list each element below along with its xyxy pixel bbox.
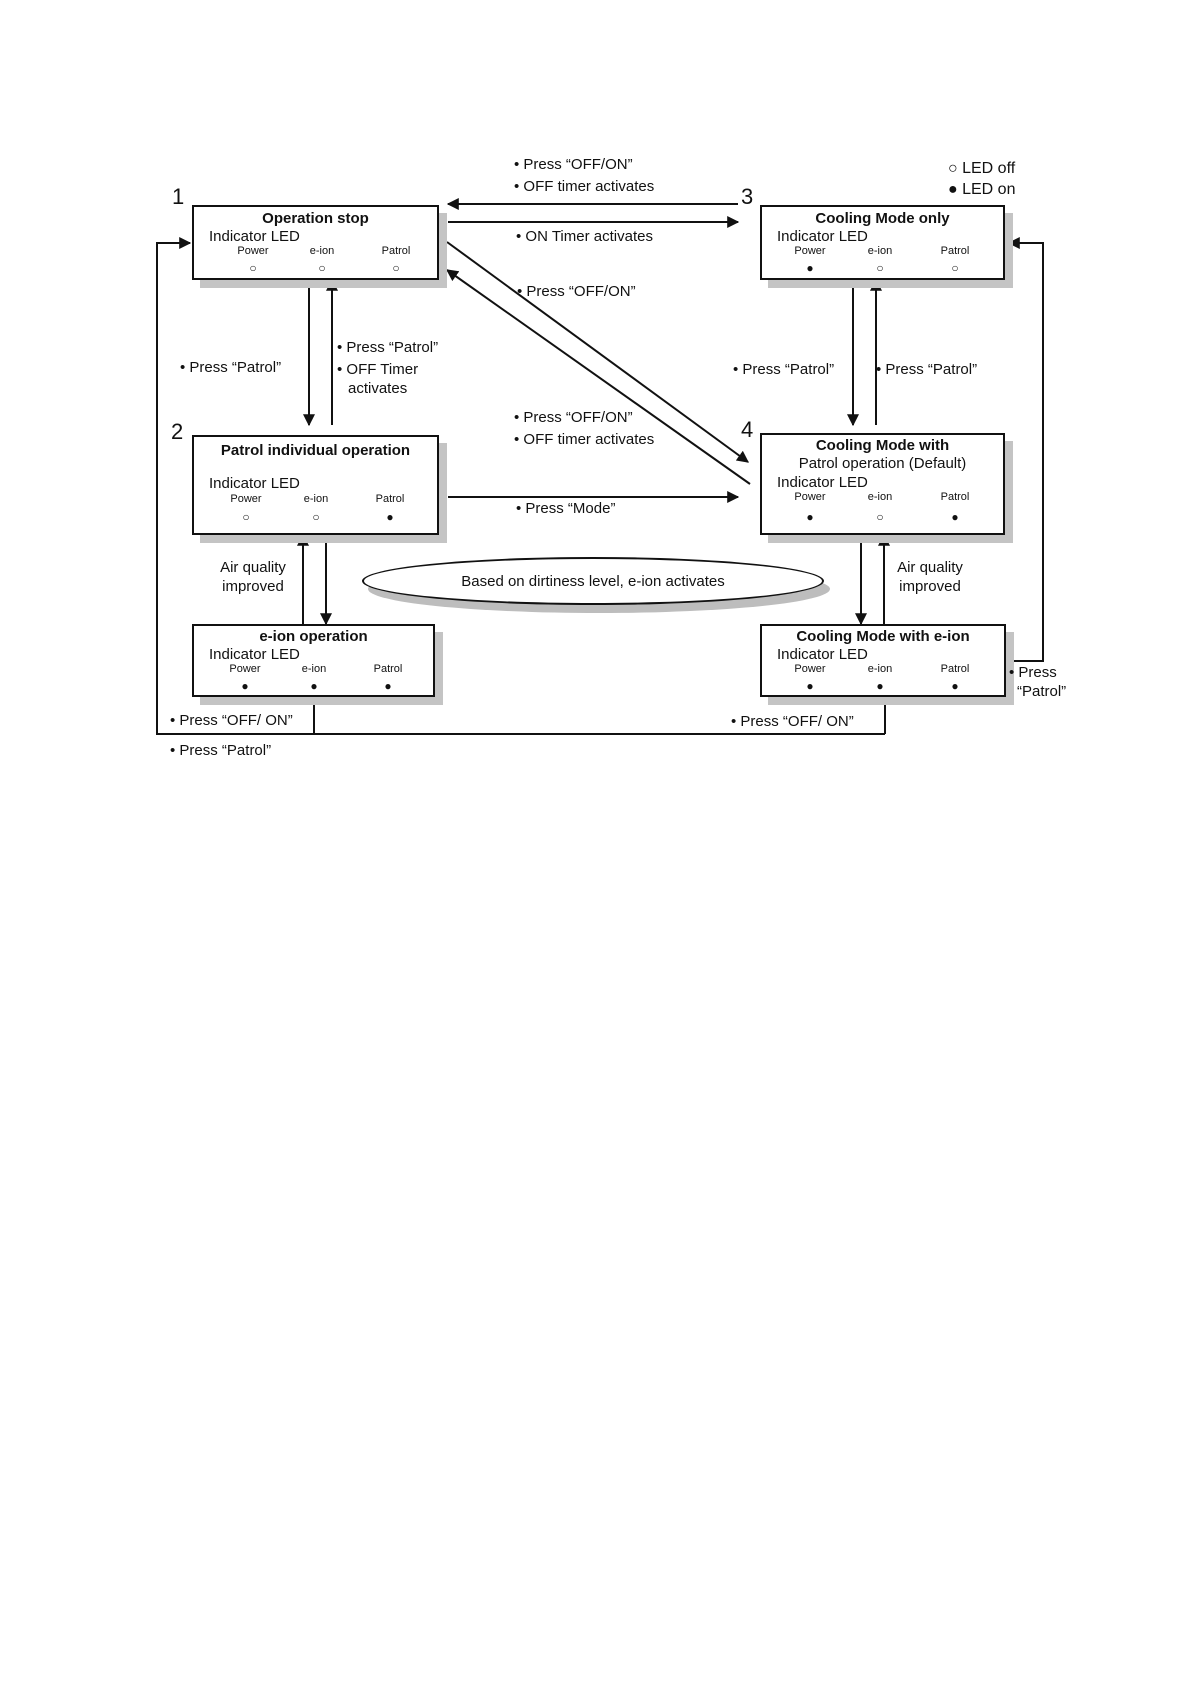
led-label-power: Power [230,493,262,505]
state-number-4: 4 [741,417,754,442]
state-title: Patrol individual operation [220,442,411,459]
led-label-eion: e-ion [867,491,893,503]
led-label-eion: e-ion [309,245,335,257]
state-number-1: 1 [172,184,185,209]
label-air-left-2: improved [222,578,284,595]
indicator-led-label: Indicator LED [209,646,300,663]
led-label-power: Power [794,491,826,503]
label-bottom-left-1: • Press “OFF/ ON” [170,712,293,729]
label-left-up-2: • OFF Timer [337,361,419,378]
state-box-cooling-with-patrol: Cooling Mode with Patrol operation (Defa… [760,433,1005,535]
label-air-left-1: Air quality [220,559,286,576]
legend-led-off: ○ LED off [948,160,1016,177]
dirtiness-ellipse: Based on dirtiness level, e-ion activate… [362,557,824,605]
state-box-cooling-only: Cooling Mode only Indicator LED Power e-… [760,205,1005,280]
led-indicator-patrol: ● [386,510,394,524]
state-box-cooling-with-eion: Cooling Mode with e-ion Indicator LED Po… [760,624,1006,697]
label-air-right-2: improved [899,578,961,595]
indicator-led-label: Indicator LED [777,474,868,491]
label-right-down: • Press “Patrol” [733,361,835,378]
state-title: e-ion operation [259,628,368,645]
state-subtitle: Patrol operation (Default) [798,455,967,472]
label-top-forward: • ON Timer activates [516,228,653,245]
label-top-back-1: • Press “OFF/ON” [514,156,633,173]
state-box-operation-stop: Operation stop Indicator LED Power e-ion… [192,205,439,280]
led-indicator-patrol: ● [951,510,959,524]
label-diag-up: • Press “OFF/ON” [517,283,636,300]
led-indicator-eion: ○ [876,261,884,275]
led-indicator-patrol: ○ [951,261,959,275]
label-bottom-right: • Press “OFF/ ON” [731,713,854,730]
led-label-power: Power [794,245,826,257]
state-title: Cooling Mode only [815,210,950,227]
led-indicator-eion: ● [876,679,884,693]
state-box-eion-operation: e-ion operation Indicator LED Power e-io… [192,624,435,697]
led-label-patrol: Patrol [940,245,970,257]
led-indicator-eion: ○ [876,510,884,524]
label-air-right-1: Air quality [897,559,963,576]
led-indicator-eion: ○ [318,261,326,275]
led-label-patrol: Patrol [940,663,970,675]
led-indicator-patrol: ○ [392,261,400,275]
legend-led-on: ● LED on [948,181,1016,198]
indicator-led-label: Indicator LED [209,475,300,492]
label-far-right-1: • Press [1009,664,1057,681]
led-label-power: Power [794,663,826,675]
led-indicator-eion: ○ [312,510,320,524]
label-right-up: • Press “Patrol” [876,361,978,378]
led-label-power: Power [229,663,261,675]
led-indicator-power: ○ [242,510,250,524]
led-label-patrol: Patrol [940,491,970,503]
led-label-patrol: Patrol [375,493,405,505]
indicator-led-label: Indicator LED [777,228,868,245]
label-top-back-2: • OFF timer activates [514,178,655,195]
led-indicator-eion: ● [310,679,318,693]
label-press-mode: • Press “Mode” [516,500,616,517]
state-title: Cooling Mode with [815,437,950,454]
state-title: Cooling Mode with e-ion [796,628,970,645]
led-indicator-patrol: ● [384,679,392,693]
arrow-far-right-loop-to-3 [1006,237,1044,662]
led-label-power: Power [237,245,269,257]
led-label-eion: e-ion [867,245,893,257]
label-far-right-2: “Patrol” [1017,683,1067,700]
arrow-1-to-4-diag [446,241,749,463]
state-box-patrol-individual: Patrol individual operation Indicator LE… [192,435,439,535]
led-indicator-power: ● [806,510,814,524]
led-label-patrol: Patrol [381,245,411,257]
dirtiness-label: Based on dirtiness level, e-ion activate… [461,572,725,590]
led-label-patrol: Patrol [373,663,403,675]
state-number-2: 2 [171,419,184,444]
label-diag-down-1: • Press “OFF/ON” [514,409,633,426]
led-label-eion: e-ion [867,663,893,675]
led-indicator-power: ○ [249,261,257,275]
indicator-led-label: Indicator LED [209,228,300,245]
label-left-up-1: • Press “Patrol” [337,339,439,356]
state-title: Operation stop [262,210,369,227]
led-indicator-power: ● [806,261,814,275]
led-indicator-power: ● [241,679,249,693]
label-left-up-3: activates [348,380,408,397]
led-indicator-power: ● [806,679,814,693]
indicator-led-label: Indicator LED [777,646,868,663]
led-label-eion: e-ion [301,663,327,675]
label-bottom-left-2: • Press “Patrol” [170,742,272,759]
arrow-4-to-1-diag [446,269,751,485]
arrow-bottom-loop-to-1 [156,237,315,735]
led-indicator-patrol: ● [951,679,959,693]
state-number-3: 3 [741,184,754,209]
label-diag-down-2: • OFF timer activates [514,431,655,448]
label-left-down: • Press “Patrol” [180,359,282,376]
led-label-eion: e-ion [303,493,329,505]
